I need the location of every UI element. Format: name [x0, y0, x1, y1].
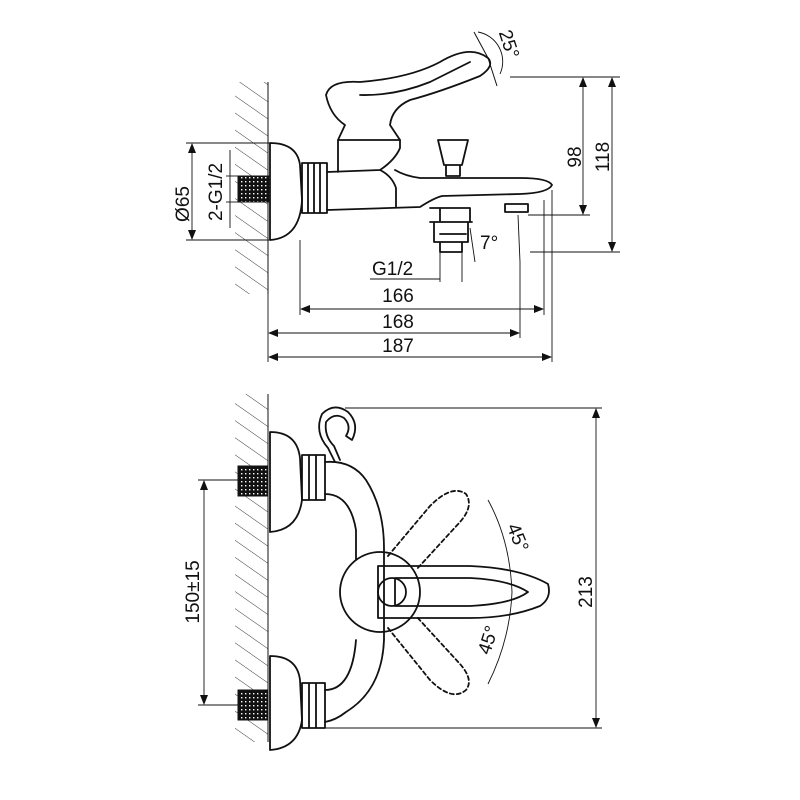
dim-98-label: 98: [565, 146, 586, 167]
union-nut: [301, 162, 328, 214]
height-213-label: 213: [576, 576, 597, 608]
top-lever: [377, 565, 550, 619]
dim-166-label: 166: [382, 286, 414, 307]
flange-cover: [269, 142, 303, 241]
lower-flange: [269, 655, 303, 751]
upper-flange: [269, 431, 303, 533]
side-view: 98 118 25° Ø65 2-G1/2 7° G1/2 166 16: [173, 27, 620, 362]
spout-angle-label: 7°: [480, 233, 498, 254]
mixer-body: [326, 139, 553, 211]
top-view: 45° 45° 150±15 213: [183, 394, 602, 751]
cartridge-circle: [339, 551, 421, 633]
wall-hatch-top: [235, 394, 268, 742]
lower-connector: [237, 689, 269, 721]
ghost-lever-up: [387, 490, 470, 571]
outlet-thread-label: G1/2: [372, 259, 413, 280]
side-lever: [325, 51, 492, 141]
spout-outlet: [429, 207, 473, 253]
centers-label: 150±15: [183, 560, 204, 623]
eccentric-connector: [237, 175, 271, 203]
handle-angle-label: 25°: [494, 27, 523, 61]
ghost-lever-down: [387, 615, 470, 696]
dim-187-label: 187: [382, 336, 414, 357]
upper-nut: [301, 454, 326, 501]
lower-nut: [301, 682, 326, 729]
flange-diameter-label: Ø65: [173, 186, 194, 222]
diverter-knob: [437, 139, 469, 177]
handle-angle-down-label: 45°: [474, 623, 503, 657]
shower-hook: [318, 406, 357, 463]
mixer-body-top: [324, 460, 385, 723]
upper-connector: [237, 465, 269, 497]
inlet-thread-label: 2-G1/2: [206, 163, 227, 221]
dim-168-label: 168: [382, 312, 414, 333]
dim-118-label: 118: [593, 142, 614, 172]
